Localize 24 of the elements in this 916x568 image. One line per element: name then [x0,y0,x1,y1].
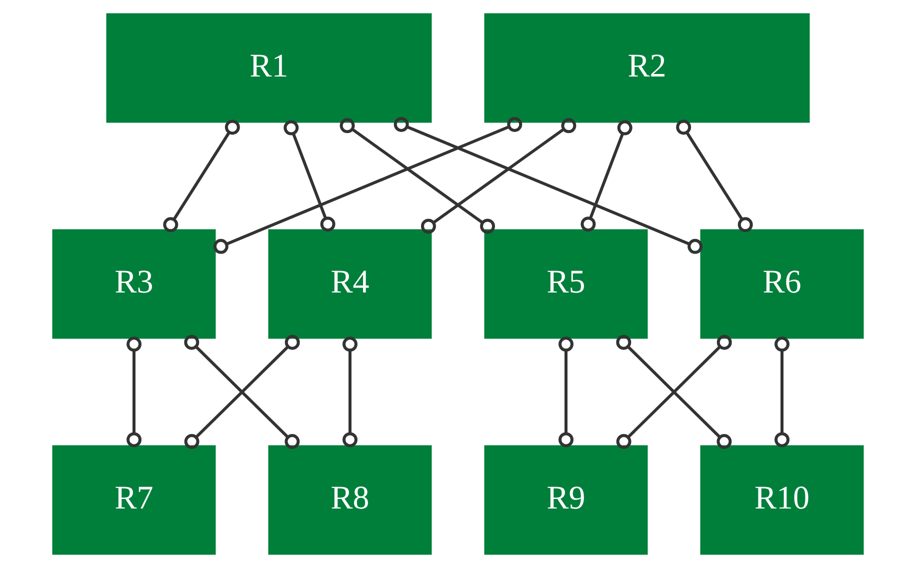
node-box: R5 [484,229,648,339]
connector [342,336,358,448]
node-box: R3 [52,229,216,339]
connector [616,334,732,449]
connector [284,120,336,232]
node-box: R8 [268,445,432,555]
node-box: R4 [268,229,432,339]
connector [394,116,703,254]
node-box: R6 [700,229,864,339]
connector [213,116,522,254]
node-box: R7 [52,445,216,555]
node-box: R1 [106,13,432,123]
node-box: R2 [484,13,810,123]
connector [184,334,300,449]
connector [580,120,632,232]
node-box: R9 [484,445,648,555]
connector [340,118,496,234]
node-box: R10 [700,445,864,555]
connector [774,336,790,448]
connector [558,336,574,448]
connector [676,120,753,232]
connector [126,336,142,448]
connector [420,118,576,234]
connector [163,120,240,232]
